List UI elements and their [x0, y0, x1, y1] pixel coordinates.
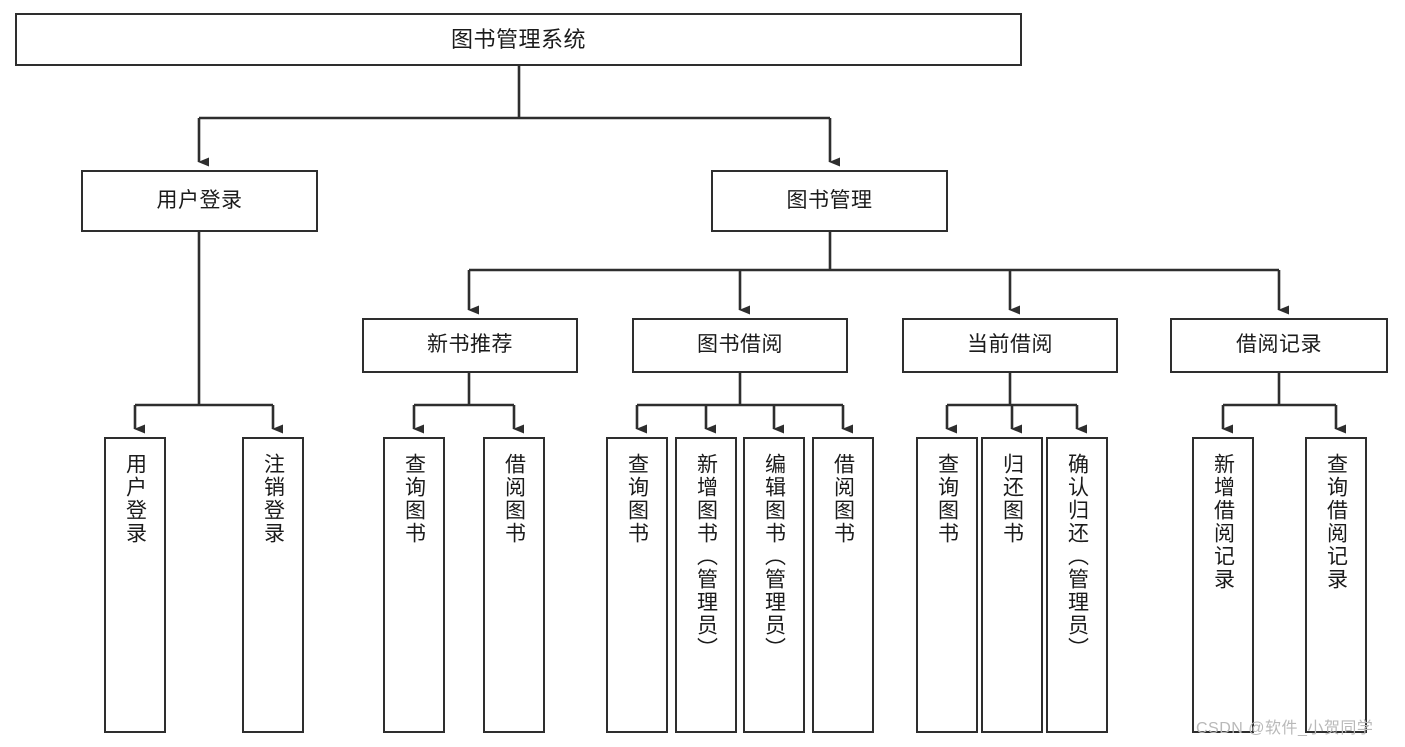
- node-leaf-query-record-label: 查询借阅记录: [1324, 453, 1348, 591]
- csdn-watermark: CSDN @软件_小贺同学: [1196, 720, 1374, 737]
- node-leaf-return-book[interactable]: 归还图书: [981, 437, 1043, 733]
- node-leaf-user-login[interactable]: 用户登录: [104, 437, 166, 733]
- node-current-borrow-label: 当前借阅: [967, 333, 1053, 357]
- node-user-login[interactable]: 用户登录: [81, 170, 318, 232]
- node-leaf-query-book-2-label: 查询图书: [625, 453, 649, 545]
- node-root-system[interactable]: 图书管理系统: [15, 13, 1022, 66]
- node-leaf-user-login-label: 用户登录: [123, 453, 147, 545]
- node-leaf-return-book-label: 归还图书: [1000, 453, 1024, 545]
- node-leaf-query-record[interactable]: 查询借阅记录: [1305, 437, 1367, 733]
- node-leaf-query-book-3[interactable]: 查询图书: [916, 437, 978, 733]
- node-borrow-record-label: 借阅记录: [1236, 333, 1322, 357]
- node-leaf-query-book-3-label: 查询图书: [935, 453, 959, 545]
- node-leaf-borrow-book-2[interactable]: 借阅图书: [812, 437, 874, 733]
- node-leaf-query-book-2[interactable]: 查询图书: [606, 437, 668, 733]
- node-leaf-borrow-book-1[interactable]: 借阅图书: [483, 437, 545, 733]
- node-leaf-query-book-1-label: 查询图书: [402, 453, 426, 545]
- node-book-manage[interactable]: 图书管理: [711, 170, 948, 232]
- node-leaf-add-record-label: 新增借阅记录: [1211, 453, 1235, 591]
- node-leaf-add-book-label: 新增图书（管理员）: [694, 453, 718, 660]
- node-leaf-query-book-1[interactable]: 查询图书: [383, 437, 445, 733]
- node-leaf-confirm-return-label: 确认归还（管理员）: [1065, 453, 1089, 660]
- node-current-borrow[interactable]: 当前借阅: [902, 318, 1118, 373]
- node-leaf-borrow-book-1-label: 借阅图书: [502, 453, 526, 545]
- node-leaf-borrow-book-2-label: 借阅图书: [831, 453, 855, 545]
- node-user-login-label: 用户登录: [156, 188, 243, 212]
- node-borrow-record[interactable]: 借阅记录: [1170, 318, 1388, 373]
- node-book-borrow-label: 图书借阅: [697, 333, 783, 357]
- node-leaf-confirm-return[interactable]: 确认归还（管理员）: [1046, 437, 1108, 733]
- node-leaf-logout-login[interactable]: 注销登录: [242, 437, 304, 733]
- node-new-book-recommend[interactable]: 新书推荐: [362, 318, 578, 373]
- node-leaf-edit-book[interactable]: 编辑图书（管理员）: [743, 437, 805, 733]
- node-book-manage-label: 图书管理: [786, 188, 873, 212]
- node-new-book-recommend-label: 新书推荐: [427, 333, 513, 357]
- node-book-borrow[interactable]: 图书借阅: [632, 318, 848, 373]
- node-leaf-logout-login-label: 注销登录: [261, 453, 285, 545]
- node-leaf-edit-book-label: 编辑图书（管理员）: [762, 453, 786, 660]
- node-leaf-add-record[interactable]: 新增借阅记录: [1192, 437, 1254, 733]
- node-leaf-add-book[interactable]: 新增图书（管理员）: [675, 437, 737, 733]
- node-root-system-label: 图书管理系统: [450, 26, 586, 52]
